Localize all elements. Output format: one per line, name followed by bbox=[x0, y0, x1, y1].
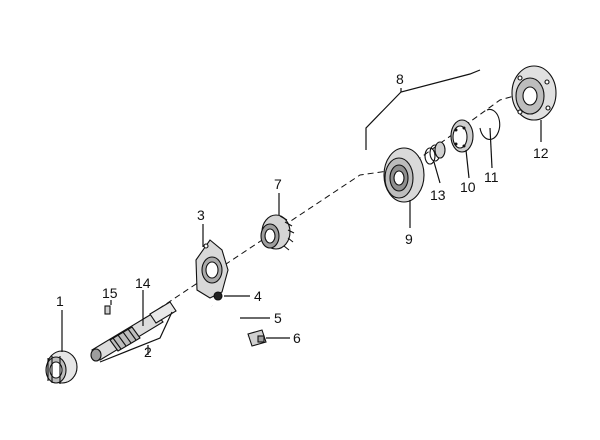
leader-lines bbox=[61, 69, 542, 363]
part-2-shaft bbox=[90, 301, 177, 362]
callout-12: 12 bbox=[533, 145, 549, 161]
callout-8: 8 bbox=[396, 71, 404, 87]
part-15-pin bbox=[104, 305, 111, 315]
callout-labels: 1 2 3 4 5 6 7 8 9 10 11 12 13 14 15 bbox=[56, 71, 549, 360]
callout-5: 5 bbox=[274, 310, 282, 326]
part-5-cable bbox=[210, 304, 249, 338]
callout-1: 1 bbox=[56, 293, 64, 309]
callout-4: 4 bbox=[254, 288, 262, 304]
part-4-plug bbox=[213, 291, 223, 301]
callout-6: 6 bbox=[293, 330, 301, 346]
callout-9: 9 bbox=[405, 231, 413, 247]
assembly-center-line bbox=[99, 89, 536, 349]
callout-3: 3 bbox=[197, 207, 205, 223]
part-12-housing bbox=[511, 65, 557, 121]
part-11-snap-ring bbox=[479, 108, 501, 140]
callout-2: 2 bbox=[144, 344, 152, 360]
callout-11: 11 bbox=[484, 169, 499, 185]
part-3-retainer bbox=[195, 239, 229, 299]
callout-15: 15 bbox=[102, 285, 118, 301]
part-13-spring bbox=[424, 141, 446, 165]
part-1-bearing bbox=[45, 350, 78, 384]
callout-14: 14 bbox=[135, 275, 151, 291]
callout-10: 10 bbox=[460, 179, 476, 195]
part-10-bearing bbox=[450, 119, 474, 153]
part-9-drum bbox=[383, 147, 425, 203]
callout-13: 13 bbox=[430, 187, 446, 203]
part-7-gear bbox=[260, 214, 295, 251]
callout-7: 7 bbox=[274, 176, 282, 192]
part-6-fitting bbox=[247, 329, 267, 347]
